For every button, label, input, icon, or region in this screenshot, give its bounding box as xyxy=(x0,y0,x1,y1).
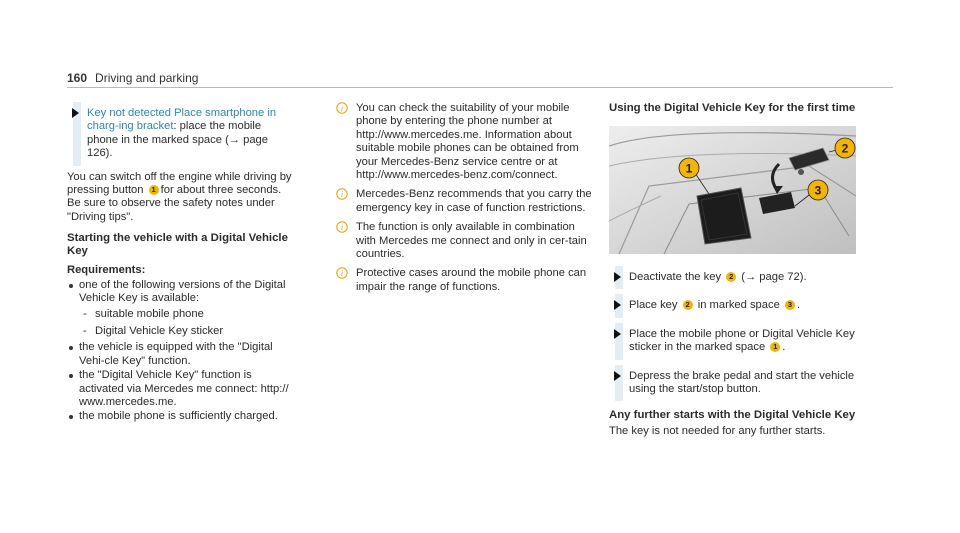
console-photo: 1 2 3 xyxy=(609,126,856,254)
sub-list: suitable mobile phone Digital Vehicle Ke… xyxy=(79,308,292,338)
page-number: 160 xyxy=(67,71,88,85)
step-text-part: . xyxy=(796,299,801,312)
paragraph: You can switch off the engine while driv… xyxy=(67,171,292,225)
instruction-step: Place key 2 in marked space 3. xyxy=(609,294,874,319)
column-3: Using the Digital Vehicle Key for the fi… xyxy=(609,102,874,439)
step-text: Deactivate the key 2 (→ page 72). xyxy=(629,271,874,284)
callout-1-icon: 1 xyxy=(770,342,781,353)
svg-text:i: i xyxy=(341,191,343,200)
step-text-part: : place the mobile phone in the marked s… xyxy=(87,120,262,146)
callout-3-label: 3 xyxy=(815,184,822,198)
callout-2-icon: 2 xyxy=(682,300,693,311)
info-note: i Mercedes-Benz recommends that you carr… xyxy=(336,188,596,215)
step-arrow-icon xyxy=(614,328,621,339)
info-note: i You can check the suitability of your … xyxy=(336,102,596,182)
sub-list-item: Digital Vehicle Key sticker xyxy=(79,325,292,339)
callout-1-icon: 1 xyxy=(148,185,159,196)
sub-list-item: suitable mobile phone xyxy=(79,308,292,322)
info-icon: i xyxy=(336,102,348,114)
page-header: 160 Driving and parking xyxy=(67,71,198,85)
paragraph-part: for about three seconds. Be sure to obse… xyxy=(67,184,282,223)
step-text: Depress the brake pedal and start the ve… xyxy=(629,369,855,396)
requirements-list: one of the following versions of the Dig… xyxy=(67,279,292,424)
page-reference-link[interactable]: page 126). xyxy=(87,133,268,160)
step-text-part: Place key xyxy=(629,299,678,312)
step-arrow-icon xyxy=(72,108,79,118)
step-text-part: in marked space xyxy=(697,299,780,312)
info-icon: i xyxy=(336,267,348,280)
svg-text:i: i xyxy=(341,104,343,113)
step-arrow-icon xyxy=(614,370,621,381)
note-text: Protective cases around the mobile phone… xyxy=(356,267,587,293)
step-arrow-icon xyxy=(614,300,621,311)
info-icon: i xyxy=(336,221,348,233)
step-text: Place key 2 in marked space 3. xyxy=(629,299,874,312)
instruction-step: Place the mobile phone or Digital Vehicl… xyxy=(609,322,874,360)
list-item: one of the following versions of the Dig… xyxy=(67,279,292,339)
callout-1-icon xyxy=(678,157,700,179)
page-ref-arrow: → xyxy=(228,133,240,146)
callout-2-label: 2 xyxy=(842,142,849,156)
step-text-part: Deactivate the key xyxy=(629,271,722,283)
note-text: You can check the suitability of your mo… xyxy=(356,102,579,182)
page-reference-link[interactable]: page 72). xyxy=(756,271,807,283)
section-heading: Starting the vehicle with a Digital Vehi… xyxy=(67,232,288,258)
header-rule xyxy=(67,87,893,88)
section-heading: Using the Digital Vehicle Key for the fi… xyxy=(609,102,856,114)
info-note: i The function is only available in comb… xyxy=(336,221,596,261)
step-text-part: Place the mobile phone or Digital Vehicl… xyxy=(629,327,855,354)
callout-2-icon xyxy=(834,137,856,159)
paragraph: The key is not needed for any further st… xyxy=(609,425,826,438)
page-ref-arrow: → xyxy=(745,271,757,283)
step-text-part: ( xyxy=(741,271,745,283)
step-text: Key not detected Place smartphone in cha… xyxy=(87,107,292,161)
svg-text:i: i xyxy=(341,223,343,232)
requirements-label: Requirements: xyxy=(67,264,146,277)
list-item: the vehicle is equipped with the "Digita… xyxy=(67,341,292,368)
instruction-step: Deactivate the key 2 (→ page 72). xyxy=(609,266,874,290)
console-illustration: 1 2 3 xyxy=(609,126,856,254)
list-item: the "Digital Vehicle Key" function is ac… xyxy=(67,369,292,409)
callout-3-icon: 3 xyxy=(784,300,795,311)
instruction-step: Depress the brake pedal and start the ve… xyxy=(609,364,874,402)
step-arrow-icon xyxy=(614,272,621,282)
note-text: Mercedes-Benz recommends that you carry … xyxy=(356,188,592,214)
list-item-text: one of the following versions of the Dig… xyxy=(79,278,286,305)
column-2: i You can check the suitability of your … xyxy=(336,102,596,300)
callout-2-icon: 2 xyxy=(726,272,737,282)
column-1: Key not detected Place smartphone in cha… xyxy=(67,102,292,425)
info-note: i Protective cases around the mobile pho… xyxy=(336,267,596,294)
instruction-step: Key not detected Place smartphone in cha… xyxy=(67,102,292,166)
display-message-link[interactable]: Key not detected Place smartphone in cha… xyxy=(87,107,277,133)
note-text: The function is only available in combin… xyxy=(356,221,587,261)
step-text-part: . xyxy=(782,341,786,354)
callout-3-icon xyxy=(807,179,829,201)
svg-text:i: i xyxy=(341,270,343,279)
section-heading: Any further starts with the Digital Vehi… xyxy=(609,409,856,422)
paragraph-part: You can switch off the engine while driv… xyxy=(67,170,292,197)
list-item: the mobile phone is sufficiently charged… xyxy=(67,410,292,423)
step-text: Place the mobile phone or Digital Vehicl… xyxy=(629,328,874,355)
info-icon: i xyxy=(336,188,348,201)
callout-1-label: 1 xyxy=(686,162,693,176)
section-title: Driving and parking xyxy=(95,71,199,85)
